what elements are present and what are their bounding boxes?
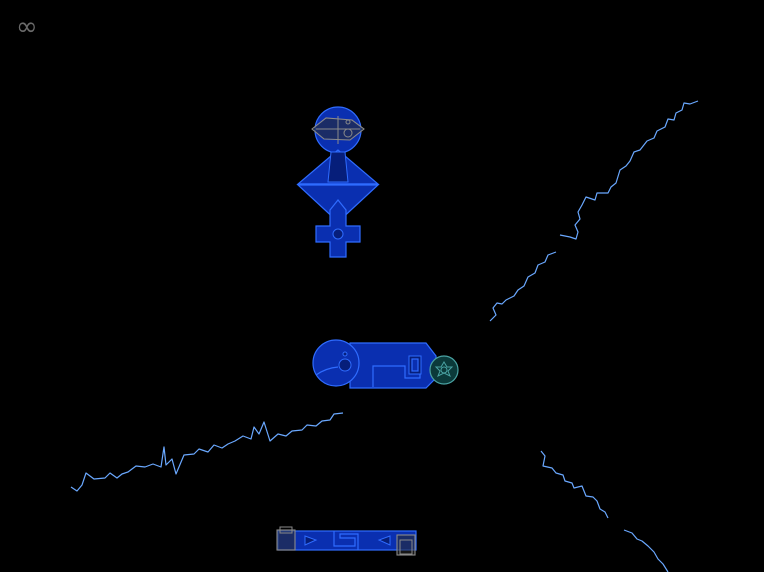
totem-head-ring (343, 128, 353, 138)
totem-head-eye (345, 119, 351, 125)
lightning-bolt-lower-right (540, 450, 609, 519)
infinite-lives-indicator: ∞ (16, 12, 38, 42)
lightning-bolt-lower-right-tail (623, 529, 669, 572)
cannon-hub-arc (315, 366, 339, 376)
totem-cross-hole (332, 228, 344, 240)
bottom-bar-ship[interactable] (276, 526, 417, 556)
cannon-ship[interactable] (312, 339, 459, 389)
totem-upper-inner (327, 151, 349, 183)
bar-arrow-left (377, 535, 391, 546)
totem-ship[interactable] (296, 106, 380, 258)
lightning-bolt-upper-right (559, 100, 699, 240)
cannon-barrel-window-inner (411, 358, 419, 372)
bar-relic-left-inner (279, 526, 293, 534)
cannon-hub-core (338, 358, 352, 372)
lightning-bolt-lower-left (70, 412, 344, 492)
bar-maze-glyph (333, 531, 359, 550)
cannon-hub (312, 339, 360, 387)
bar-relic-right-inner (399, 539, 413, 555)
cannon-gear (429, 355, 459, 385)
lightning-bolt-upper-right-lower-segment (489, 251, 557, 322)
cannon-hub-dot (342, 351, 348, 357)
bar-relic-left (276, 529, 296, 551)
bar-arrow-right (304, 535, 318, 546)
